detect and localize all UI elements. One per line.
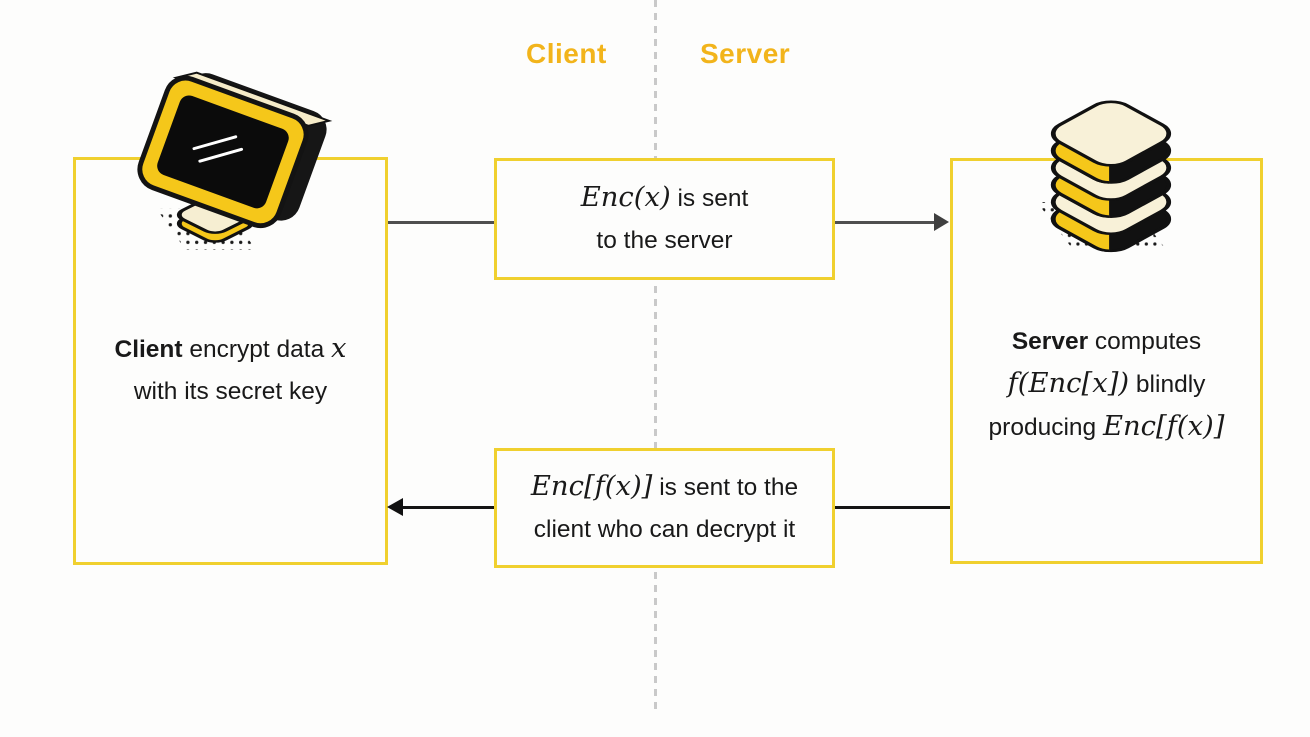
server-box-text: Server computes f(Enc[x]) blindly produc… bbox=[953, 321, 1260, 449]
monitor-icon bbox=[137, 71, 333, 250]
math-x: x bbox=[331, 333, 347, 364]
math-enc-x: Enc(x) bbox=[580, 181, 671, 213]
math-enc-f-x: Enc[f(x)] bbox=[1102, 411, 1225, 442]
bottom-message-line1: Enc[f(x)] is sent to the bbox=[530, 470, 799, 502]
bottom-message-box: Enc[f(x)] is sent to the client who can … bbox=[494, 448, 835, 568]
monitor-screen bbox=[157, 95, 289, 209]
arrow-server-to-client-segment-left bbox=[402, 506, 494, 509]
server-column-label: Server bbox=[700, 38, 791, 69]
client-server-divider-dashed-line bbox=[654, 0, 657, 712]
arrow-client-to-server-segment-right bbox=[835, 221, 937, 224]
arrow-server-to-client-segment-right bbox=[835, 506, 950, 509]
server-box-line2: f(Enc[x]) blindly bbox=[1007, 368, 1206, 399]
arrowhead-left-icon bbox=[387, 498, 403, 516]
client-box-text: Client encrypt data x with its secret ke… bbox=[76, 328, 385, 413]
top-message-line2: to the server bbox=[596, 226, 733, 254]
arrowhead-right-icon bbox=[934, 213, 949, 231]
server-box-line3: producing Enc[f(x)] bbox=[988, 411, 1225, 442]
client-box-line2: with its secret key bbox=[133, 378, 328, 405]
top-message-box: Enc(x) is sent to the server bbox=[494, 158, 835, 280]
math-f-enc-x: f(Enc[x]) bbox=[1007, 368, 1130, 399]
screen-glare-slashes bbox=[192, 135, 244, 163]
server-box-line1: Server computes bbox=[1011, 328, 1202, 355]
database-stack-icon bbox=[1036, 88, 1206, 259]
client-column-label: Client bbox=[526, 38, 607, 69]
math-enc-f-x-2: Enc[f(x)] bbox=[530, 470, 653, 502]
client-box-line1: Client encrypt data x bbox=[114, 333, 347, 364]
bottom-message-line2: client who can decrypt it bbox=[533, 515, 796, 543]
monitor-body bbox=[137, 71, 333, 229]
arrow-client-to-server-segment-left bbox=[388, 221, 494, 224]
top-message-line1: Enc(x) is sent bbox=[580, 181, 749, 213]
